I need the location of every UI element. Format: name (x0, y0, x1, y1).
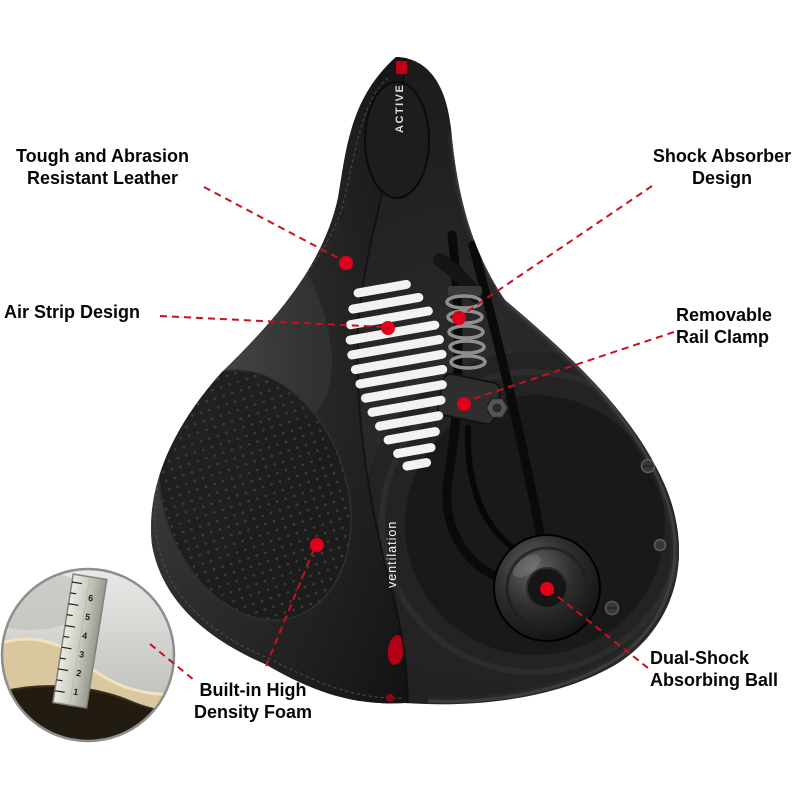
ruler-numbers: 1 2 3 4 5 6 (73, 593, 94, 697)
underside-rib (379, 369, 679, 675)
ruler: 1 2 3 4 5 6 (52, 573, 108, 709)
leader-line-foam (265, 548, 315, 667)
ruler-ticks (54, 581, 82, 693)
callout-label-shock-absorber: Shock Absorber Design (644, 146, 800, 190)
leader-line-shock-absorber (461, 185, 653, 316)
brand-text: ACTIVE (394, 84, 406, 133)
label-line: Density Foam (193, 701, 313, 722)
callout-label-shock-ball: Dual-Shock Absorbing Ball (650, 648, 798, 692)
svg-text:3: 3 (79, 649, 86, 660)
label-line: Built-in High (199, 680, 307, 700)
label-line: Dual-Shock (650, 648, 750, 668)
ventilation-text: ventilation (385, 521, 399, 588)
callout-dot-air-strip (381, 321, 395, 335)
svg-text:2: 2 (76, 668, 83, 679)
leader-line-leather (203, 186, 343, 261)
callout-dot-shock-absorber (452, 311, 466, 325)
label-line: Design (691, 167, 752, 188)
svg-text:6: 6 (87, 593, 94, 604)
svg-text:1: 1 (73, 687, 80, 698)
label-line: Absorbing Ball (650, 669, 779, 690)
inset-border (0, 567, 176, 743)
label-line: Shock Absorber (652, 146, 792, 166)
svg-text:4: 4 (81, 630, 88, 641)
label-line: Tough and Abrasion (16, 146, 189, 166)
leader-line-inset (149, 643, 195, 681)
callout-label-foam: Built-in High Density Foam (177, 680, 329, 724)
texture-patch (158, 369, 352, 621)
callout-dot-shock-ball (540, 582, 554, 596)
rail-clamp (436, 372, 509, 426)
label-line: Air Strip Design (4, 302, 141, 322)
label-line: Rail Clamp (676, 326, 770, 347)
brand-red-tag (396, 61, 407, 74)
callout-label-leather: Tough and Abrasion Resistant Leather (0, 146, 205, 190)
label-line: Removable (676, 305, 773, 325)
svg-text:5: 5 (84, 612, 91, 623)
leader-line-air-strip (159, 315, 385, 328)
label-line: Resistant Leather (26, 167, 179, 188)
callout-label-rail-clamp: Removable Rail Clamp (676, 305, 798, 349)
callout-label-air-strip: Air Strip Design (4, 302, 174, 324)
leader-line-shock-ball (551, 591, 649, 669)
callout-dots (310, 256, 554, 596)
leader-lines (149, 185, 675, 681)
rear-logo-accent (387, 635, 405, 665)
rear-logo-dot (386, 694, 394, 702)
callout-dot-rail-clamp (457, 397, 471, 411)
shock-spring (433, 253, 487, 370)
callout-dot-foam (310, 538, 324, 552)
zoom-inset: 1 2 3 4 5 6 (0, 567, 176, 743)
screw-icons (604, 458, 667, 616)
inset-blur-shape (2, 570, 90, 630)
leader-line-rail-clamp (466, 331, 675, 402)
callout-dot-leather (339, 256, 353, 270)
nose-patch (364, 81, 430, 199)
